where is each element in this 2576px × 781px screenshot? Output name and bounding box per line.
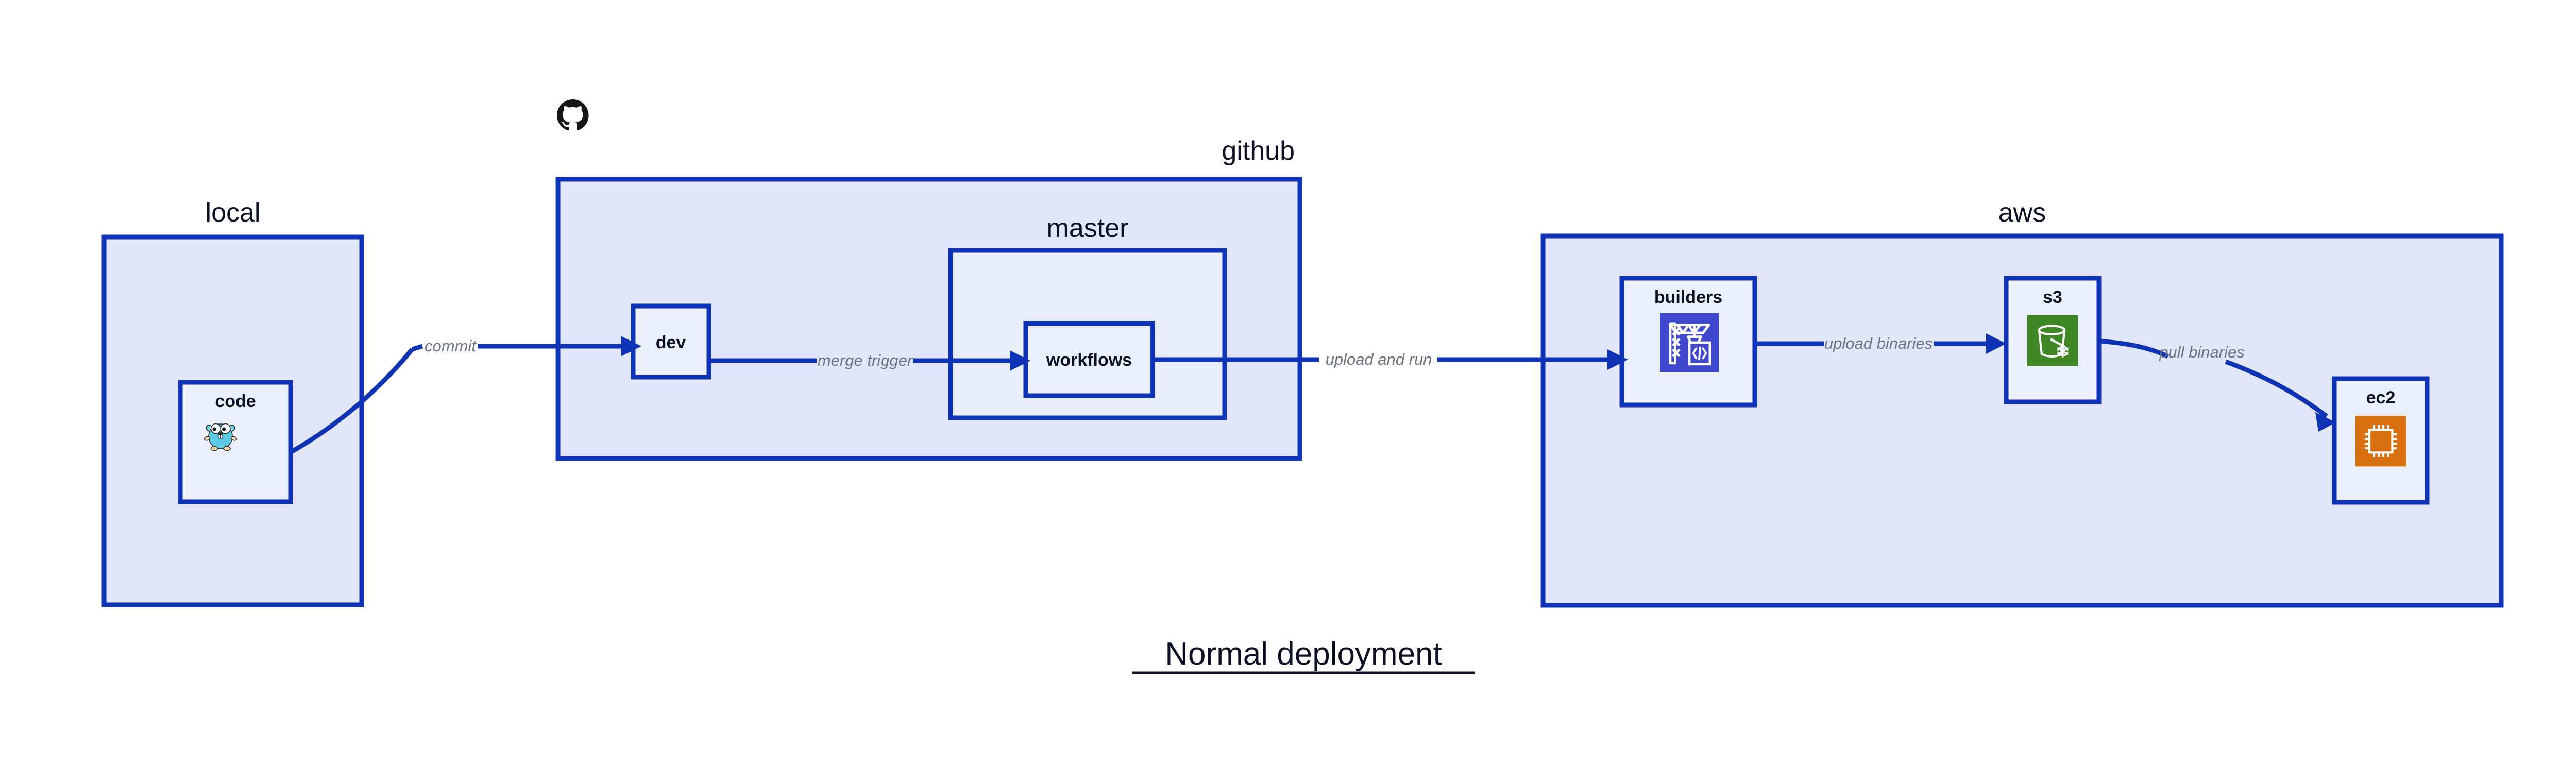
edge-upload-binaries: upload binaries: [1755, 333, 2006, 354]
edge-pull-bin-curve-a: [2098, 338, 2170, 359]
node-label-ec2: ec2: [2366, 388, 2396, 408]
aws-codebuild-icon: [1660, 313, 1719, 372]
edge-label-pull-binaries: pull binaries: [2159, 343, 2244, 361]
node-label-builders: builders: [1654, 287, 1722, 307]
edge-upload-run-arrowhead: [1607, 349, 1628, 370]
github-octocat-icon: [557, 99, 589, 131]
edge-label-upload-and-run: upload and run: [1326, 350, 1432, 368]
edge-merge-arrowhead: [1010, 350, 1030, 371]
node-label-dev: dev: [656, 333, 686, 352]
edge-commit-stub: [411, 344, 423, 352]
edge-pull-bin-curve-b: [2225, 359, 2328, 418]
node-label-s3: s3: [2043, 287, 2062, 307]
node-label-code: code: [215, 392, 256, 411]
edge-pull-bin-arrowhead: [2315, 412, 2336, 432]
node-dev[interactable]: [631, 303, 711, 380]
group-label-master: master: [1047, 213, 1129, 243]
page-title: Normal deployment: [1165, 636, 1442, 672]
group-label-local: local: [206, 198, 261, 228]
group-label-github: github: [1222, 136, 1295, 166]
edge-label-commit: commit: [425, 337, 477, 355]
node-label-workflows: workflows: [1046, 350, 1132, 370]
aws-s3-glacier-icon: [2027, 315, 2078, 366]
edge-commit: commit: [289, 336, 641, 454]
edge-commit-arrowhead: [621, 336, 641, 356]
node-builders[interactable]: [1619, 276, 1757, 408]
edge-commit-curve: [289, 348, 414, 454]
edge-label-upload-binaries: upload binaries: [1824, 334, 1933, 352]
group-label-aws: aws: [1998, 198, 2046, 228]
edge-upload-and-run: upload and run: [1153, 349, 1628, 370]
aws-ec2-icon: [2355, 416, 2406, 466]
edge-merge-trigger: merge trigger: [709, 350, 1030, 371]
edge-label-merge-trigger: merge trigger: [818, 351, 913, 369]
edge-upload-bin-arrowhead: [1986, 333, 2006, 354]
edge-pull-binaries: pull binaries: [2098, 338, 2336, 432]
node-code[interactable]: [178, 380, 293, 504]
